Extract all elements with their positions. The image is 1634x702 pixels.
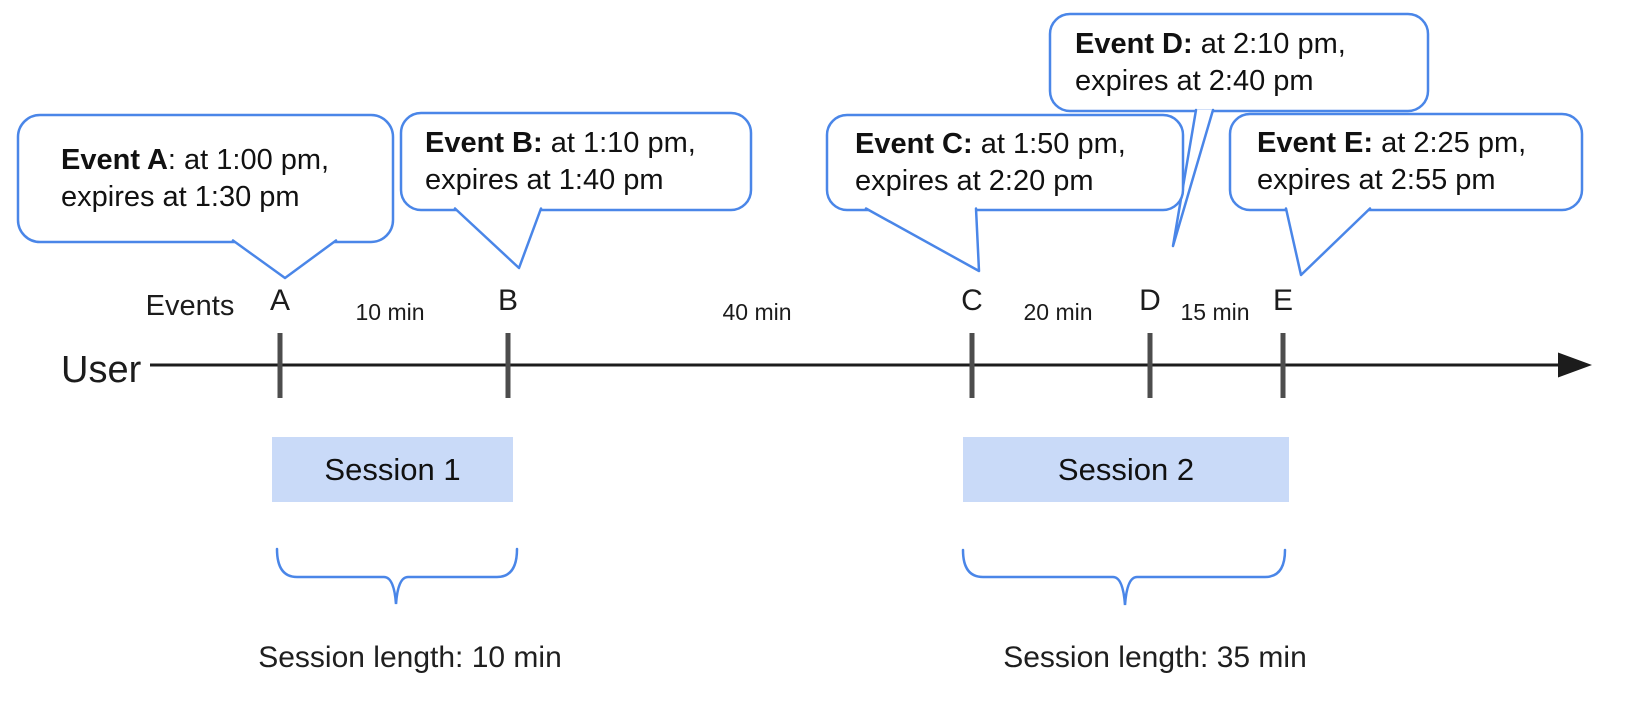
bubble-a-line2: expires at 1:30 pm	[61, 180, 300, 213]
interval-label-ab: 10 min	[355, 299, 425, 325]
event-bubble-a-text: Event A: at 1:00 pm, expires at 1:30 pm	[18, 115, 393, 242]
tick-label-e: E	[1272, 284, 1293, 317]
user-lane-label: User	[61, 349, 142, 391]
event-bubble-d-text: Event D: at 2:10 pm, expires at 2:40 pm	[1050, 14, 1428, 111]
session-2-label: Session 2	[1057, 451, 1195, 487]
event-bubble-a-tail	[231, 239, 338, 280]
timeline-arrowhead-icon	[1558, 352, 1592, 378]
bubble-c-line1: Event C: at 1:50 pm,	[855, 127, 1126, 160]
event-bubble-b-shape	[399, 111, 753, 212]
session-2-length-label: Session length: 35 min	[1003, 641, 1307, 674]
session-2-box: Session 2	[963, 437, 1289, 502]
session-1-box: Session 1	[272, 437, 513, 502]
events-row-label: Events	[145, 290, 235, 322]
session-1-brace	[275, 547, 519, 605]
bubble-e-line2: expires at 2:55 pm	[1257, 164, 1496, 196]
interval-label-bc: 40 min	[722, 299, 792, 325]
event-bubble-c-text: Event C: at 1:50 pm, expires at 2:20 pm	[827, 115, 1183, 210]
tick-label-c: C	[961, 284, 983, 317]
bubble-b-line2: expires at 1:40 pm	[425, 163, 664, 196]
tick-label-d: D	[1139, 284, 1161, 317]
event-bubble-e-tail	[1284, 207, 1372, 277]
event-bubble-e-text: Event E: at 2:25 pm, expires at 2:55 pm	[1230, 114, 1582, 210]
event-bubble-e-shape	[1228, 112, 1584, 212]
bubble-a-line1: Event A: at 1:00 pm,	[61, 143, 330, 176]
bubble-d-line1: Event D: at 2:10 pm,	[1075, 27, 1346, 60]
event-bubble-b-text: Event B: at 1:10 pm, expires at 1:40 pm	[401, 113, 751, 210]
interval-label-de: 15 min	[1180, 299, 1250, 325]
session-2-brace	[961, 548, 1287, 606]
event-bubble-c-tail	[864, 207, 981, 273]
tick-label-a: A	[269, 284, 290, 317]
event-bubble-a-shape	[16, 113, 395, 244]
bubble-d-line2: expires at 2:40 pm	[1075, 64, 1314, 97]
event-bubble-c-shape	[825, 113, 1185, 212]
event-bubble-d-shape	[1048, 12, 1430, 113]
event-bubble-d-tail	[1171, 108, 1215, 248]
bubble-b-line1: Event B: at 1:10 pm,	[425, 126, 696, 159]
session-1-length-label: Session length: 10 min	[258, 641, 562, 674]
session-1-label: Session 1	[324, 451, 461, 487]
bubble-e-line1: Event E: at 2:25 pm,	[1257, 127, 1527, 159]
tick-label-b: B	[497, 284, 518, 317]
bubble-c-line2: expires at 2:20 pm	[855, 164, 1094, 197]
interval-label-cd: 20 min	[1023, 299, 1093, 325]
event-bubble-b-tail	[453, 207, 543, 270]
